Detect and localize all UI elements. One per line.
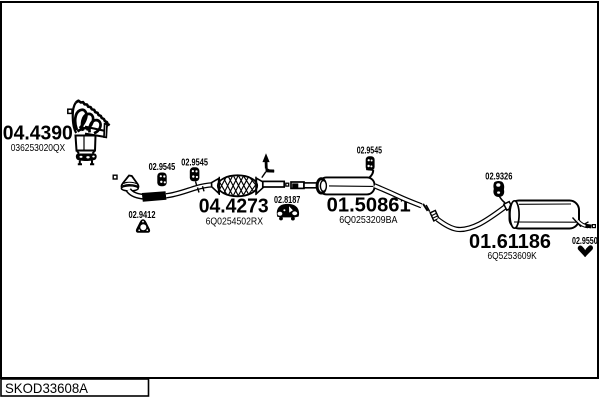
svg-text:04.4273: 04.4273: [199, 196, 269, 218]
svg-text:6Q0254502RX: 6Q0254502RX: [206, 215, 263, 227]
svg-text:02.9545: 02.9545: [149, 161, 176, 173]
svg-text:01.61186: 01.61186: [469, 231, 551, 253]
svg-text:02.9550: 02.9550: [572, 235, 598, 247]
svg-text:02.9545: 02.9545: [357, 144, 382, 156]
svg-text:02.8187: 02.8187: [274, 194, 300, 206]
svg-text:04.4390: 04.4390: [3, 122, 73, 144]
svg-text:02.9412: 02.9412: [129, 209, 156, 221]
svg-text:01.50861: 01.50861: [327, 195, 411, 217]
svg-text:036253020QX: 036253020QX: [11, 142, 65, 154]
svg-text:6Q5253609K: 6Q5253609K: [488, 250, 537, 262]
svg-text:02.9545: 02.9545: [181, 156, 208, 168]
svg-text:SKOD33608A: SKOD33608A: [5, 380, 89, 396]
svg-text:02.9326: 02.9326: [485, 171, 512, 183]
svg-text:6Q0253209BA: 6Q0253209BA: [339, 214, 397, 226]
